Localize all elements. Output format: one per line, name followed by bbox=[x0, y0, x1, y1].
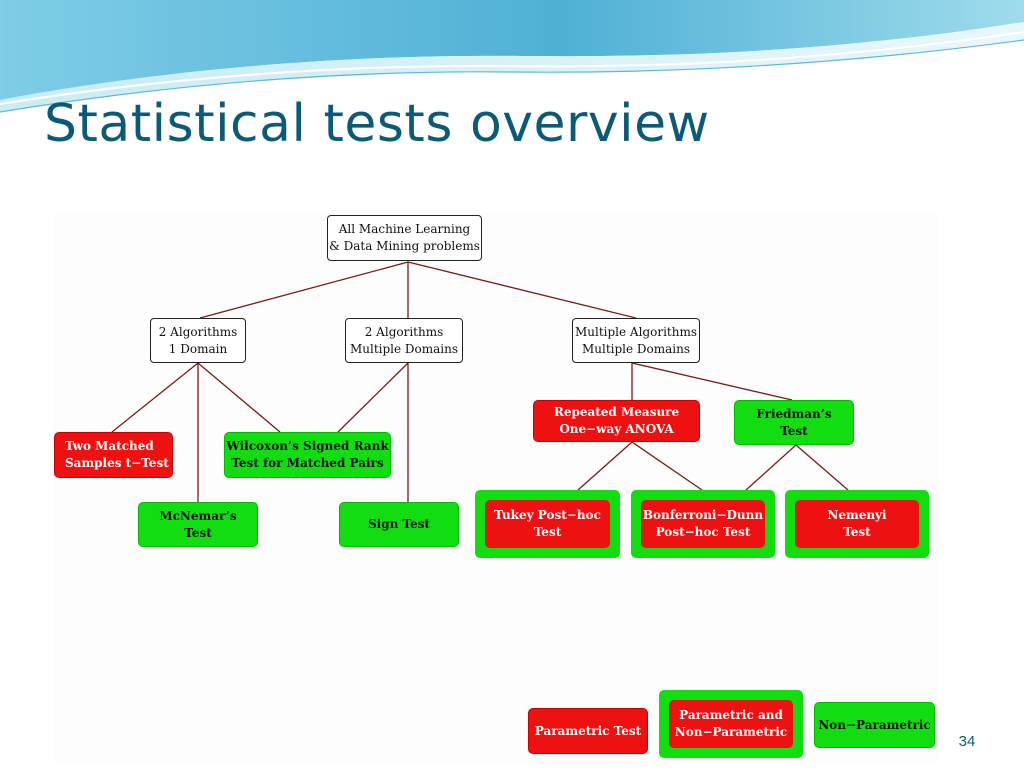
connector-line bbox=[631, 441, 703, 491]
connector-line bbox=[199, 261, 409, 319]
node-sign-test: Sign Test bbox=[339, 502, 459, 547]
connector-line bbox=[795, 444, 849, 491]
connector-line bbox=[337, 362, 409, 433]
tukey-label: Tukey Post−hoc Test bbox=[485, 500, 610, 548]
connector-line bbox=[577, 441, 633, 491]
node-nemenyi-test: Nemenyi Test bbox=[785, 490, 929, 558]
connector-line bbox=[631, 362, 793, 401]
slide-title: Statistical tests overview bbox=[44, 94, 710, 154]
legend-parametric-test: Parametric Test bbox=[528, 708, 648, 754]
connector-line bbox=[745, 444, 797, 491]
connector-line bbox=[197, 362, 281, 433]
node-root: All Machine Learning & Data Mining probl… bbox=[327, 215, 482, 261]
legend-non-parametric: Non−Parametric bbox=[814, 702, 935, 748]
node-wilcoxon-signed-rank: Wilcoxon’s Signed Rank Test for Matched … bbox=[224, 432, 391, 478]
node-tukey-posthoc-test: Tukey Post−hoc Test bbox=[475, 490, 620, 558]
node-two-algorithms-one-domain: 2 Algorithms 1 Domain bbox=[150, 318, 246, 363]
node-repeated-measure-anova: Repeated Measure One−way ANOVA bbox=[533, 400, 700, 442]
node-friedman-test: Friedman’s Test bbox=[734, 400, 854, 445]
header-wave-decoration bbox=[0, 0, 1024, 113]
node-bonferroni-dunn-posthoc-test: Bonferroni−Dunn Post−hoc Test bbox=[631, 490, 775, 558]
bonferroni-label: Bonferroni−Dunn Post−hoc Test bbox=[641, 500, 765, 548]
nemenyi-label: Nemenyi Test bbox=[795, 500, 919, 548]
legend-both-label: Parametric and Non−Parametric bbox=[669, 700, 793, 748]
node-mcnemar-test: McNemar’s Test bbox=[138, 502, 258, 547]
connector-line bbox=[407, 261, 637, 319]
connector-line bbox=[111, 362, 199, 433]
slide-number: 34 bbox=[958, 733, 976, 750]
node-two-algorithms-multiple-domains: 2 Algorithms Multiple Domains bbox=[345, 318, 463, 363]
node-multiple-algorithms-multiple-domains: Multiple Algorithms Multiple Domains bbox=[572, 318, 700, 363]
legend-parametric-and-non-parametric: Parametric and Non−Parametric bbox=[659, 690, 803, 758]
node-two-matched-samples-t-test: Two Matched Samples t−Test bbox=[54, 432, 173, 478]
diagram-panel bbox=[54, 212, 938, 762]
